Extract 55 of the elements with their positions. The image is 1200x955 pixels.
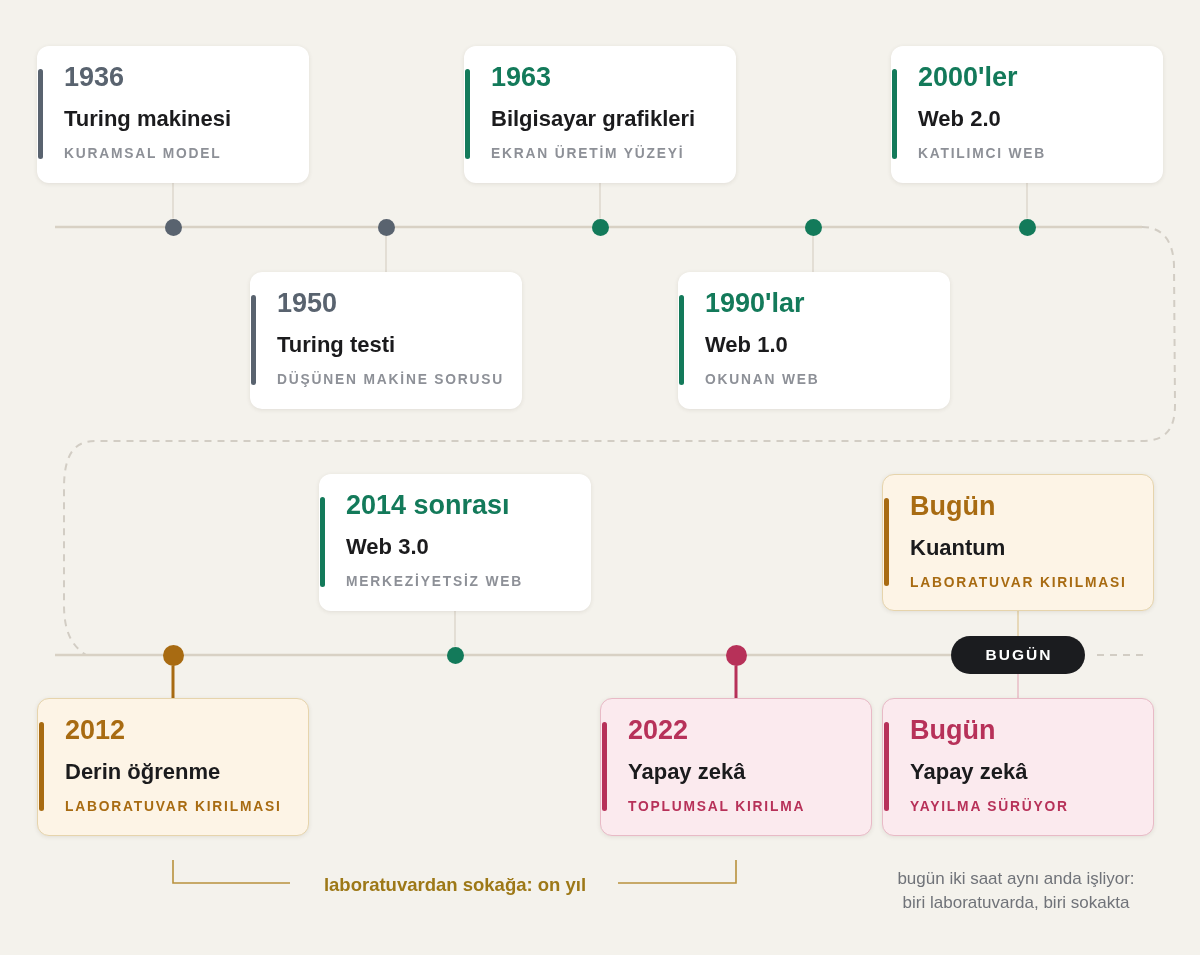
bracket-label: laboratuvardan sokağa: on yıl [323, 874, 587, 896]
today-badge: BUGÜN [951, 636, 1085, 674]
event-card [37, 698, 309, 836]
subtitle-text: OKUNAN WEB [705, 371, 820, 389]
year-label: 1950 [277, 288, 338, 318]
subtitle-text: YAYILMA SÜRÜYOR [910, 798, 1069, 816]
subtitle-text: TOPLUMSAL KIRILMA [628, 798, 806, 816]
subtitle-text: DÜŞÜNEN MAKİNE SORUSU [277, 371, 505, 389]
year-label: 2014 sonrası [346, 490, 510, 520]
title-text: Turing testi [277, 332, 396, 358]
connector-line [1017, 610, 1019, 637]
event-card [250, 272, 522, 409]
title-text: Web 3.0 [346, 534, 429, 560]
event-card [891, 46, 1163, 183]
subtitle-text: KATILIMCI WEB [918, 145, 1047, 163]
subtitle-text: KURAMSAL MODEL [64, 145, 222, 163]
note-text: bugün iki saat aynı anda işliyor: biri laboratuvarda, biri sokakta [896, 868, 1136, 914]
title-text: Derin öğrenme [65, 759, 221, 785]
year-label: 1963 [491, 62, 552, 92]
connector-line [171, 665, 175, 698]
event-card [464, 46, 736, 183]
event-card [319, 474, 591, 611]
timeline-dot-icon [446, 646, 464, 664]
year-label: 2000'ler [918, 62, 1018, 92]
title-text: Web 2.0 [918, 106, 1001, 132]
title-text: Web 1.0 [705, 332, 788, 358]
timeline-dot-icon [804, 218, 822, 236]
timeline-dot-icon [591, 218, 609, 236]
title-text: Yapay zekâ [628, 759, 746, 785]
year-label: Bugün [910, 491, 996, 521]
event-card [678, 272, 950, 409]
event-card [600, 698, 872, 836]
timeline-dot-icon [164, 218, 182, 236]
timeline-dot-icon [1018, 218, 1036, 236]
year-label: Bugün [910, 715, 996, 745]
timeline-dot-icon [377, 218, 395, 236]
title-text: Kuantum [910, 535, 1006, 561]
year-label: 1990'lar [705, 288, 805, 318]
title-text: Bilgisayar grafikleri [491, 106, 696, 132]
subtitle-text: LABORATUVAR KIRILMASI [65, 798, 282, 816]
year-label: 1936 [64, 62, 125, 92]
connector-line [1017, 673, 1019, 699]
subtitle-text: MERKEZİYETSİZ WEB [346, 573, 523, 591]
year-label: 2012 [65, 715, 126, 745]
subtitle-text: LABORATUVAR KIRILMASI [910, 574, 1127, 592]
event-card [37, 46, 309, 183]
year-label: 2022 [628, 715, 689, 745]
event-card [882, 698, 1154, 836]
title-text: Yapay zekâ [910, 759, 1028, 785]
timeline-dot-icon [725, 644, 747, 666]
subtitle-text: EKRAN ÜRETİM YÜZEYİ [491, 145, 685, 163]
timeline-dot-icon [162, 644, 184, 666]
connector-line [734, 665, 738, 698]
event-card [882, 474, 1154, 611]
title-text: Turing makinesi [64, 106, 232, 132]
